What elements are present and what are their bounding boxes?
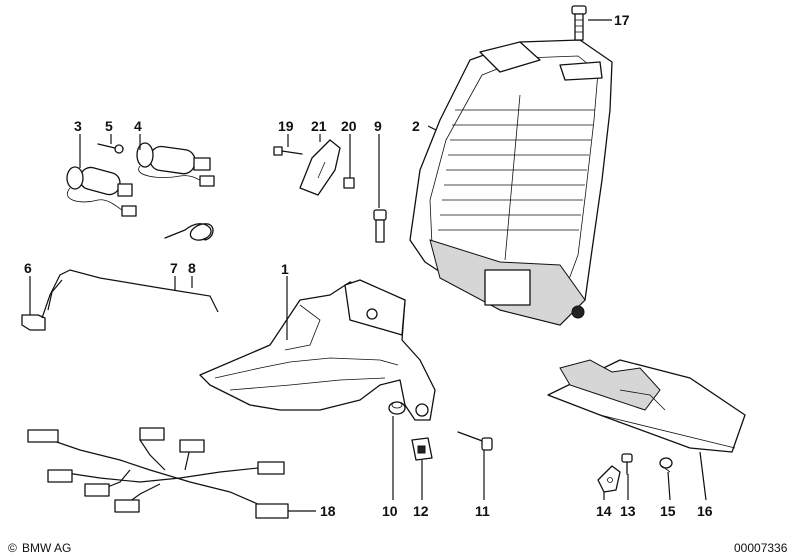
label-1: 1	[281, 261, 289, 277]
motor-3	[66, 166, 137, 217]
label-7: 7	[170, 260, 178, 276]
clip-15	[659, 457, 673, 473]
image-number: 00007336	[734, 541, 788, 555]
label-21: 21	[311, 118, 327, 134]
cover-panel-16	[547, 359, 746, 453]
label-2: 2	[412, 118, 420, 134]
motor-4	[136, 142, 215, 187]
bolt-11	[457, 431, 493, 451]
wiring-harness-18	[27, 427, 289, 519]
label-8: 8	[188, 260, 196, 276]
backrest-frame	[409, 39, 613, 326]
label-20: 20	[341, 118, 357, 134]
label-17: 17	[614, 12, 630, 28]
brand-label: BMW AG	[22, 541, 71, 555]
bushing-10	[388, 401, 406, 415]
label-12: 12	[413, 503, 429, 519]
label-13: 13	[620, 503, 636, 519]
label-3: 3	[74, 118, 82, 134]
bracket-14	[597, 465, 621, 493]
spring-7-8	[164, 223, 214, 241]
bolt-17	[571, 5, 587, 41]
label-11: 11	[475, 503, 490, 519]
label-9: 9	[374, 118, 382, 134]
bolt-19	[273, 146, 303, 156]
leader-lines	[29, 19, 707, 512]
label-19: 19	[278, 118, 294, 134]
copyright-symbol: ©	[8, 541, 17, 555]
label-5: 5	[105, 118, 113, 134]
label-4: 4	[134, 118, 142, 134]
rod-6	[21, 269, 219, 331]
label-14: 14	[596, 503, 612, 519]
bolt-13	[621, 453, 633, 475]
clip-20	[343, 177, 355, 189]
bracket-21	[299, 139, 341, 196]
label-10: 10	[382, 503, 398, 519]
plate-nut-12	[411, 437, 433, 461]
screw-5	[97, 143, 124, 154]
screw-9	[373, 209, 387, 243]
label-18: 18	[320, 503, 336, 519]
seat-frame	[199, 279, 436, 421]
label-6: 6	[24, 260, 32, 276]
label-16: 16	[697, 503, 713, 519]
label-15: 15	[660, 503, 676, 519]
